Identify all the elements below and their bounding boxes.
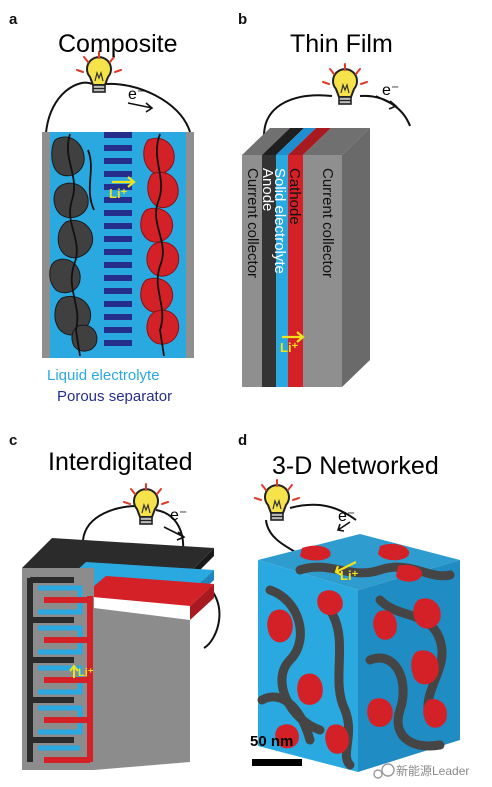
panel-a-current-collector-right <box>186 132 194 358</box>
panel-d-scale-bar <box>252 759 302 766</box>
panel-c-electron-label: e⁻ <box>170 507 188 524</box>
panel-d-ion-arrow <box>334 561 357 576</box>
panel-c-cathode-plate <box>82 576 214 606</box>
panel-c-comb-anode <box>27 577 74 762</box>
panel-b-electron-arrow <box>375 95 398 110</box>
panel-d-ion-label: Li⁺ <box>340 568 359 583</box>
panel-b-electron-label: e⁻ <box>382 82 400 99</box>
panel-c-interdigitated <box>22 483 221 770</box>
panel-d-electron-label: e⁻ <box>338 508 356 525</box>
panel-d-electron-arrow <box>336 521 351 532</box>
panel-a-ion-label: Li⁺ <box>109 186 128 201</box>
panel-d-3d-networked <box>252 479 460 772</box>
panel-b-cathode-label: Cathode <box>286 168 303 225</box>
panel-d-scale-bar-label: 50 nm <box>250 733 294 750</box>
panel-b-current-collector-right-label: Current collector <box>319 168 336 279</box>
panel-b-ion-arrow <box>282 331 305 343</box>
panel-a-cathode-binder <box>155 133 165 357</box>
panel-d-title: 3-D Networked <box>272 452 439 480</box>
panel-d-cathode-network <box>267 543 447 754</box>
panel-b-letter: b <box>238 11 248 28</box>
panel-a-letter: a <box>9 11 18 28</box>
panel-a-legend-porous-separator: Porous separator <box>57 388 173 405</box>
panel-a-electron-label: e⁻ <box>128 86 146 103</box>
panel-a-anode-binder <box>67 133 95 357</box>
panel-a-legend-liquid-electrolyte: Liquid electrolyte <box>47 367 160 384</box>
panel-b-block-front <box>242 155 342 387</box>
panel-c-ion-label: Li⁺ <box>78 667 94 679</box>
panel-a-cathode-particles <box>140 137 180 345</box>
panel-d-bulb-icon <box>254 479 300 521</box>
panel-c-letter: c <box>9 432 18 449</box>
panel-c-comb-cathode <box>44 596 93 763</box>
panel-a-circuit-wire <box>45 81 191 134</box>
panel-a-porous-separator <box>104 132 132 346</box>
panel-b-ion-label: Li⁺ <box>280 340 299 355</box>
panel-b-thin-film <box>242 63 411 387</box>
panel-a-title: Composite <box>58 30 178 58</box>
panel-c-bulb-icon <box>123 483 169 525</box>
panel-a-current-collector-left <box>42 132 50 358</box>
watermark-text: 新能源Leader <box>396 764 470 778</box>
panel-d-anode-network <box>257 562 455 770</box>
panel-c-electron-arrow <box>163 526 186 541</box>
watermark-logo-icon <box>373 763 395 779</box>
panel-a-ion-arrow <box>112 176 136 188</box>
panel-a-composite <box>42 51 194 358</box>
panel-b-block-top <box>242 128 370 155</box>
panel-c-ion-arrow <box>69 664 79 678</box>
panel-d-letter: d <box>238 432 248 449</box>
panel-c-block-side <box>94 608 190 770</box>
panel-a-electron-arrow <box>127 102 154 113</box>
panel-b-bulb-icon <box>322 63 368 105</box>
panel-c-title: Interdigitated <box>48 448 193 476</box>
panel-b-title: Thin Film <box>290 30 393 58</box>
panel-b-block-side <box>342 128 370 387</box>
